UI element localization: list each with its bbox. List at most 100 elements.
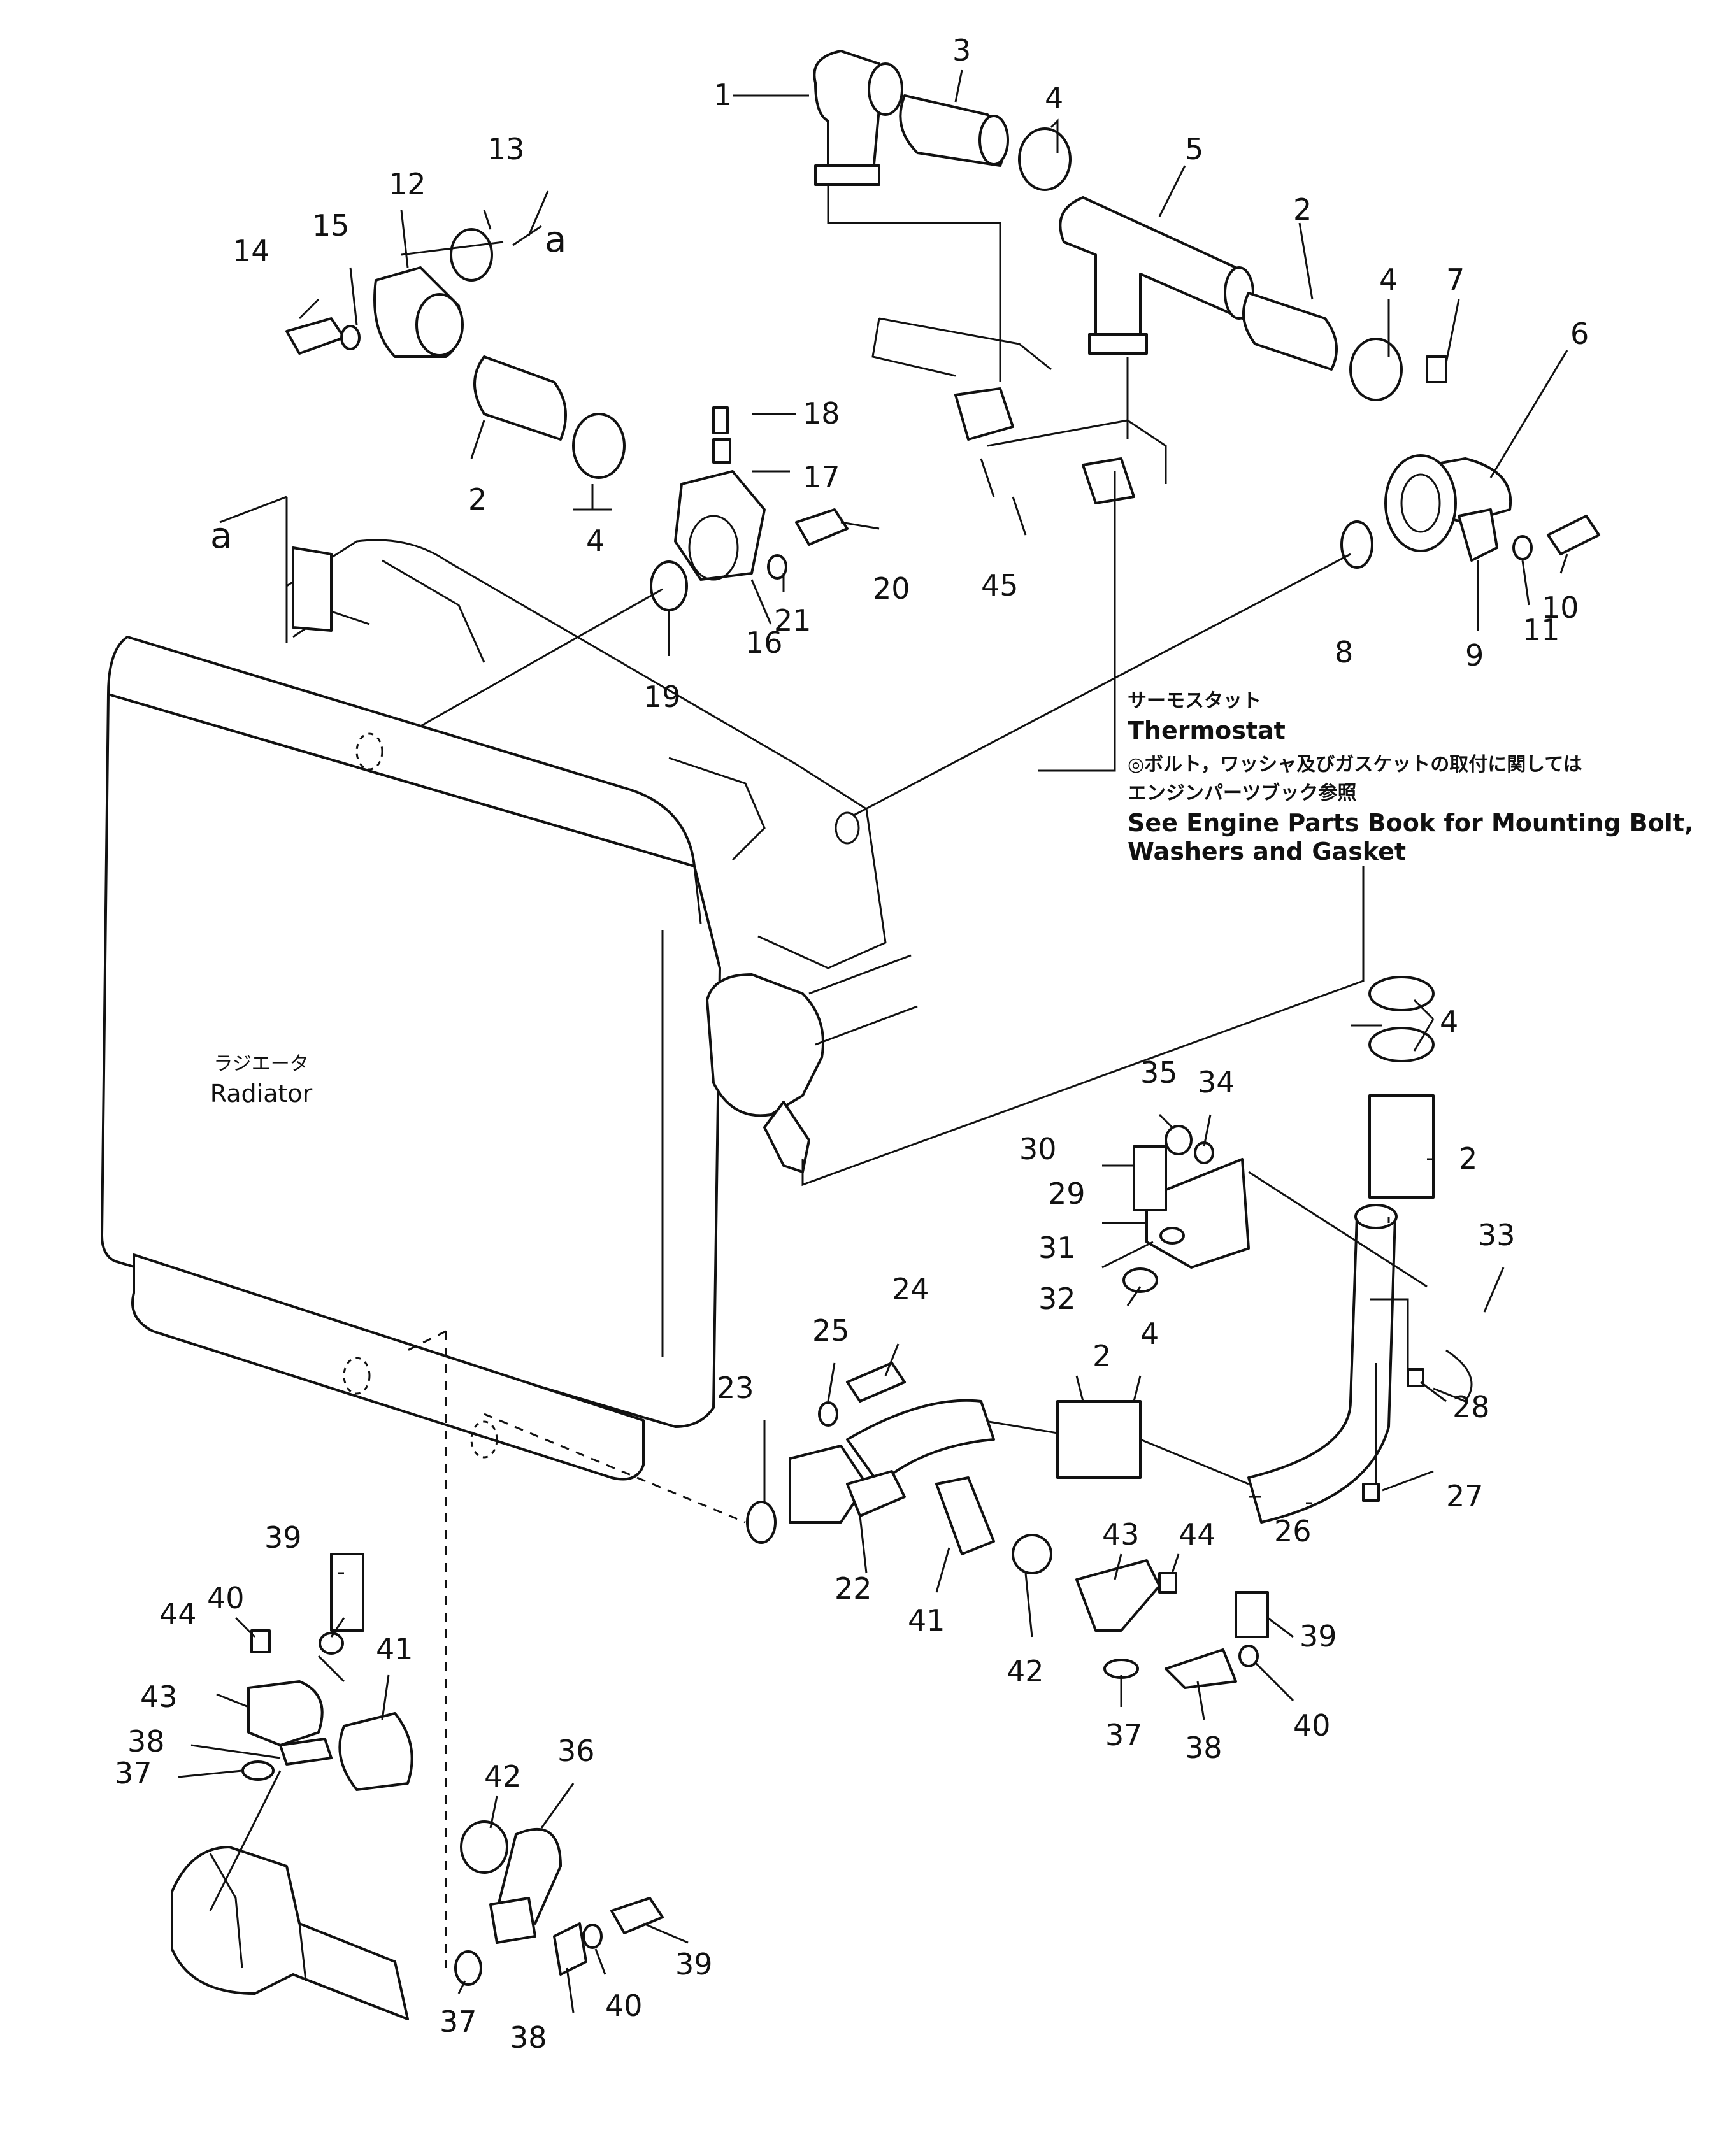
label-40-bottom: 40 bbox=[605, 1988, 643, 2023]
clamp-4-top bbox=[1018, 127, 1072, 191]
thermostat-caption: サーモスタット Thermostat ◎ボルト，ワッシャ及びガスケットの取付に関… bbox=[1128, 690, 1693, 866]
elbow-43-right bbox=[1075, 1559, 1161, 1632]
clamp-4-lower-b bbox=[1368, 1027, 1435, 1062]
pipe-22 bbox=[789, 1399, 995, 1524]
label-4-lower-right: 4 bbox=[1440, 1004, 1458, 1039]
label-16: 16 bbox=[745, 625, 783, 660]
label-44-left: 44 bbox=[159, 1597, 197, 1631]
label-11: 11 bbox=[1523, 613, 1560, 647]
label-37-left: 37 bbox=[115, 1756, 152, 1790]
label-3: 3 bbox=[952, 33, 971, 68]
lower-outlet-pipe bbox=[171, 1846, 409, 2020]
label-23: 23 bbox=[717, 1371, 754, 1405]
plug-7 bbox=[1426, 355, 1447, 383]
tee-pipe-5 bbox=[1059, 196, 1254, 355]
label-19: 19 bbox=[643, 680, 681, 714]
elbow-43-left bbox=[247, 1680, 324, 1746]
label-44-right: 44 bbox=[1179, 1517, 1216, 1552]
clamp-42-left bbox=[460, 1820, 508, 1874]
label-22: 22 bbox=[835, 1571, 872, 1606]
bolt-39-right bbox=[1235, 1591, 1269, 1638]
plug-18 bbox=[712, 406, 729, 434]
bolt-30 bbox=[1133, 1145, 1167, 1211]
bolt-20 bbox=[795, 508, 849, 546]
radiator: ラジエータ Radiator bbox=[101, 539, 918, 1481]
label-45: 45 bbox=[981, 568, 1019, 603]
o-ring-37-right bbox=[1103, 1659, 1139, 1679]
label-39-bottom: 39 bbox=[675, 1947, 713, 1981]
label-15: 15 bbox=[312, 208, 350, 243]
label-27: 27 bbox=[1446, 1479, 1484, 1513]
hose-3 bbox=[899, 94, 1009, 167]
part-numbers: 1 2 2 2 2 3 4 4 4 4 4 5 6 7 8 9 10 11 12… bbox=[115, 33, 1589, 2055]
hose-2-lower bbox=[1368, 1094, 1435, 1199]
thermostat-covers-45 bbox=[871, 317, 1167, 504]
label-12: 12 bbox=[389, 167, 426, 201]
radiator-en-label: Radiator bbox=[210, 1080, 313, 1108]
washer-15 bbox=[340, 325, 361, 350]
bolt-39-top bbox=[330, 1553, 364, 1632]
part-leaders bbox=[178, 69, 1568, 2013]
label-39-right: 39 bbox=[1300, 1619, 1337, 1653]
bolt-10 bbox=[1547, 515, 1600, 555]
connection-lines bbox=[209, 185, 1409, 1968]
label-2-lower-right: 2 bbox=[1459, 1141, 1477, 1176]
marker-a-top: a bbox=[545, 219, 566, 261]
bolt-39-bottom bbox=[610, 1897, 664, 1934]
thermostat-note-jp-2: エンジンパーツブック参照 bbox=[1128, 782, 1356, 804]
hose-41-right bbox=[935, 1476, 995, 1555]
washer-31 bbox=[1159, 1227, 1185, 1245]
label-2-top-right: 2 bbox=[1293, 192, 1312, 227]
label-8: 8 bbox=[1335, 635, 1353, 669]
washer-40-bottom bbox=[582, 1924, 603, 1949]
clip-38-right bbox=[1165, 1648, 1237, 1689]
clip-9 bbox=[1458, 508, 1498, 562]
sleeve-2-mid bbox=[980, 1400, 1249, 1485]
washer-11 bbox=[1512, 535, 1533, 560]
label-18: 18 bbox=[803, 396, 840, 431]
hose-2-right bbox=[1242, 292, 1338, 371]
label-35: 35 bbox=[1140, 1055, 1178, 1090]
clip-38-left bbox=[279, 1738, 333, 1766]
thermostat-note-en-1: See Engine Parts Book for Mounting Bolt, bbox=[1128, 809, 1693, 837]
label-37-bottom: 37 bbox=[440, 2004, 477, 2039]
plug-27 bbox=[1362, 1483, 1380, 1502]
clip-38-bottom bbox=[553, 1922, 587, 1976]
label-13: 13 bbox=[487, 132, 525, 166]
label-36: 36 bbox=[557, 1734, 595, 1768]
label-32: 32 bbox=[1038, 1281, 1076, 1316]
label-40-left: 40 bbox=[207, 1581, 245, 1615]
thermostat-en: Thermostat bbox=[1128, 717, 1286, 745]
label-14: 14 bbox=[233, 234, 270, 268]
thermostat-note-en-2: Washers and Gasket bbox=[1128, 838, 1406, 866]
label-24: 24 bbox=[892, 1272, 929, 1306]
label-4-middle: 4 bbox=[1140, 1317, 1159, 1351]
label-2-middle: 2 bbox=[1093, 1339, 1111, 1373]
label-17: 17 bbox=[803, 460, 840, 494]
hose-2-left bbox=[473, 355, 567, 441]
washer-40-top bbox=[319, 1632, 344, 1655]
housing-16 bbox=[674, 470, 766, 581]
label-31: 31 bbox=[1038, 1231, 1076, 1265]
label-20: 20 bbox=[873, 571, 910, 606]
plug-44-right bbox=[1158, 1572, 1177, 1594]
plug-17 bbox=[712, 438, 731, 464]
thermostat-note-jp-1: ◎ボルト，ワッシャ及びガスケットの取付に関しては bbox=[1128, 753, 1582, 776]
o-ring-23 bbox=[746, 1501, 777, 1544]
label-10: 10 bbox=[1542, 590, 1579, 625]
plug-44-left bbox=[250, 1629, 271, 1653]
clamp-4-right bbox=[1349, 338, 1403, 401]
clamp-4-left bbox=[572, 413, 626, 479]
elbow-12 bbox=[373, 266, 464, 358]
label-26: 26 bbox=[1274, 1514, 1312, 1548]
o-ring-8 bbox=[1340, 520, 1373, 569]
label-33: 33 bbox=[1478, 1218, 1516, 1252]
label-43-right: 43 bbox=[1102, 1517, 1140, 1552]
label-29: 29 bbox=[1048, 1176, 1086, 1211]
o-ring-19 bbox=[650, 560, 688, 611]
label-1: 1 bbox=[713, 78, 732, 112]
label-7: 7 bbox=[1446, 262, 1465, 297]
label-42-right: 42 bbox=[1007, 1654, 1044, 1688]
label-9: 9 bbox=[1465, 638, 1484, 673]
o-ring-13 bbox=[450, 228, 493, 282]
